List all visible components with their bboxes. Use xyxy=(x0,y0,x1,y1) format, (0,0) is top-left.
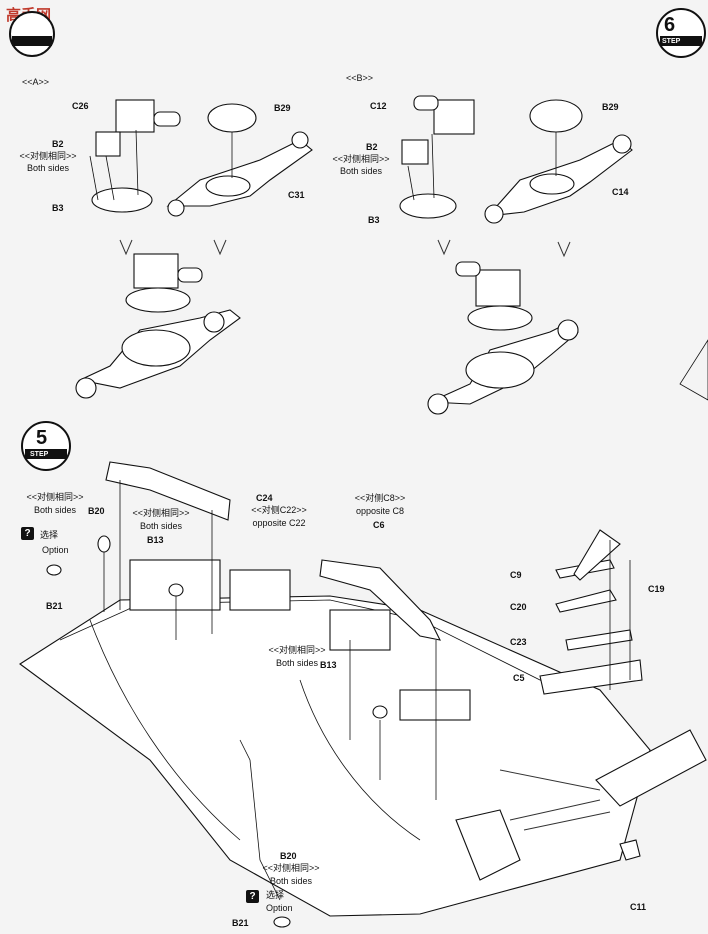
label-b29-a: B29 xyxy=(274,103,291,113)
panel-b-title: <<B>> xyxy=(346,73,374,83)
label-b3-a: B3 xyxy=(52,203,64,213)
label-b3-b: B3 xyxy=(368,215,380,225)
label-c8-en: opposite C8 xyxy=(355,506,405,516)
step-5-icon xyxy=(21,421,71,471)
label-c24: C24 xyxy=(256,493,273,503)
panel-b-assembled xyxy=(427,239,579,415)
option-en-top: Option xyxy=(42,545,69,555)
label-c5: C5 xyxy=(513,673,525,683)
label-b20-bottom: B20 xyxy=(280,851,297,861)
label-b2-a: B2 xyxy=(52,139,64,149)
panel-b-note-cn: <<对侧相同>> xyxy=(332,154,390,164)
label-b21-bottom: B21 xyxy=(232,918,249,928)
label-c12: C12 xyxy=(370,101,387,111)
step-6-word: STEP xyxy=(662,38,681,45)
step5-center-note-en: Both sides xyxy=(275,658,319,668)
label-b13-top: B13 xyxy=(147,535,164,545)
label-c11: C11 xyxy=(630,902,647,912)
option-en-bottom: Option xyxy=(266,903,293,913)
panel-a-note-en: Both sides xyxy=(26,163,70,173)
step5-bottom-note-en: Both sides xyxy=(269,876,313,886)
step5-center-note-cn: <<对侧相同>> xyxy=(268,645,326,655)
option-cn-bottom: 选择 xyxy=(266,890,285,900)
step-6-number: 6 xyxy=(664,14,676,36)
label-c22-cn: <<对侧C22>> xyxy=(251,505,307,515)
panel-a-parts xyxy=(89,99,313,217)
label-c8-cn: <<对侧C8>> xyxy=(354,493,406,503)
panel-a-note-cn: <<对侧相同>> xyxy=(19,151,77,161)
option-question-icon: ? xyxy=(21,527,34,540)
label-b13-center: B13 xyxy=(320,660,337,670)
label-b21-top: B21 xyxy=(46,601,63,611)
label-c26: C26 xyxy=(72,101,89,111)
step5-top-note-en: Both sides xyxy=(33,505,77,515)
bottom-option-question-icon: ? xyxy=(246,890,259,903)
label-c6: C6 xyxy=(373,520,385,530)
label-c31: C31 xyxy=(288,190,305,200)
tool-rack xyxy=(539,529,643,861)
panel-b-note-en: Both sides xyxy=(339,166,383,176)
panel-b-parts xyxy=(399,95,633,224)
label-c23: C23 xyxy=(510,637,527,647)
label-c9: C9 xyxy=(510,570,522,580)
step5-mid-note-en: Both sides xyxy=(139,521,183,531)
step-5-word: STEP xyxy=(30,451,49,458)
label-c19: C19 xyxy=(648,584,665,594)
hull-assembly xyxy=(19,461,707,928)
label-c20: C20 xyxy=(510,602,527,612)
label-b2-b: B2 xyxy=(366,142,378,152)
label-b29-b: B29 xyxy=(602,102,619,112)
label-c14: C14 xyxy=(612,187,629,197)
label-b20-top: B20 xyxy=(88,506,105,516)
step5-mid-note-cn: <<对侧相同>> xyxy=(132,508,190,518)
step-6-icon xyxy=(656,8,706,58)
option-cn-top: 选择 xyxy=(40,530,59,540)
panel-a-assembled xyxy=(75,239,241,399)
step5-top-note-cn: <<对侧相同>> xyxy=(26,492,84,502)
step5-bottom-note-cn: <<对侧相同>> xyxy=(262,863,320,873)
step-5-number: 5 xyxy=(36,427,48,449)
panel-a-title: <<A>> xyxy=(22,77,50,87)
label-c22-en: opposite C22 xyxy=(252,518,306,528)
step-top-left-icon xyxy=(9,11,55,57)
